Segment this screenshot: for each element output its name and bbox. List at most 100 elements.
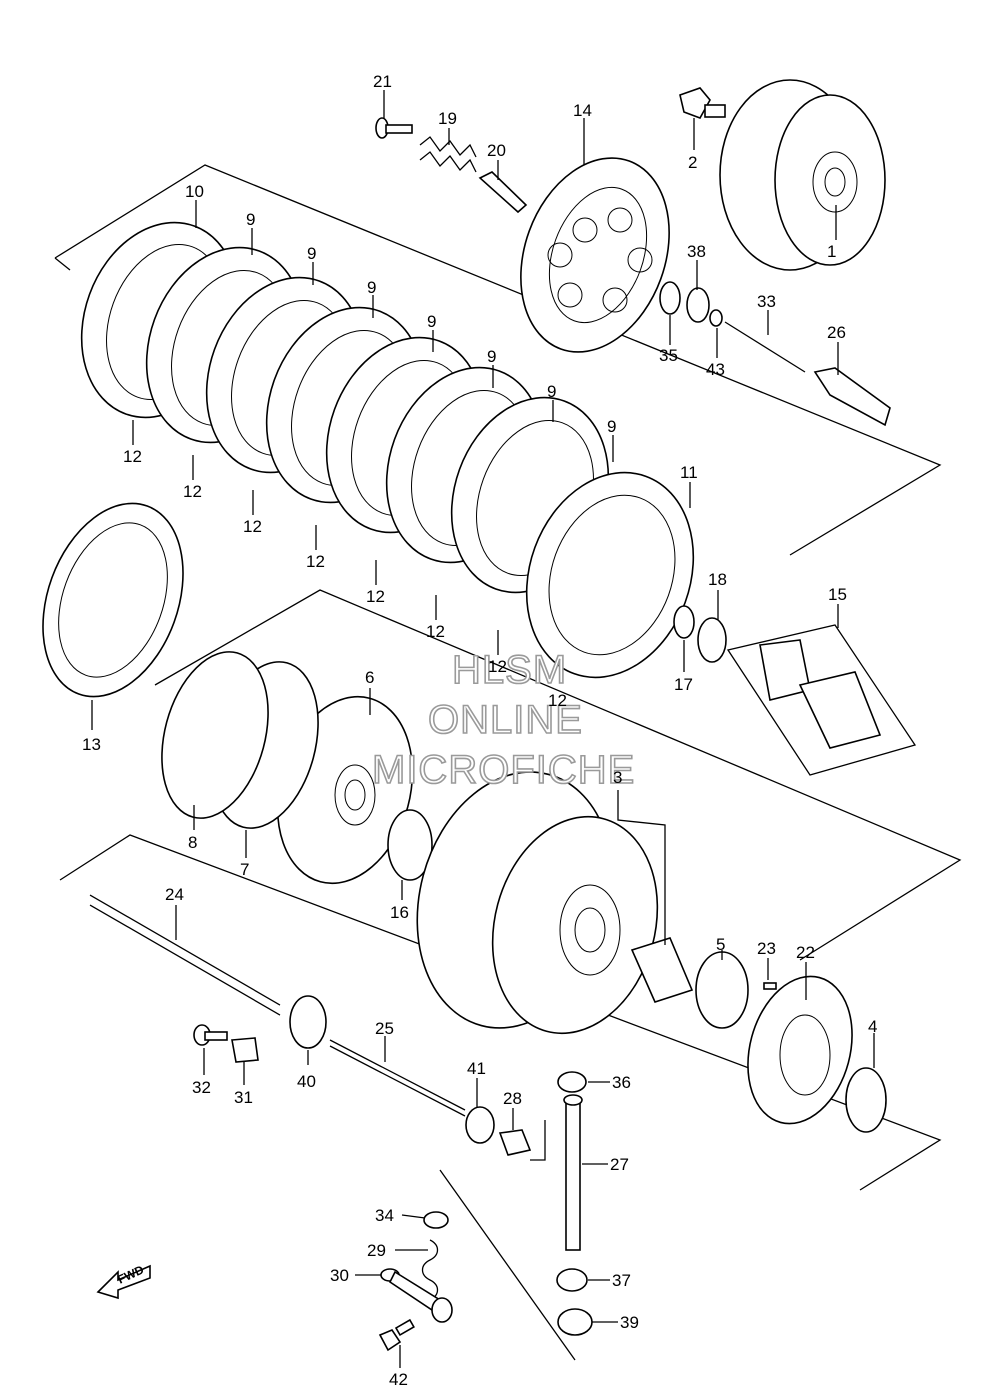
callout-31: 31 [234, 1088, 253, 1107]
part-27-shaft [563, 1094, 583, 1251]
fwd-arrow-icon: FWD [96, 1262, 151, 1300]
callout-39: 39 [620, 1313, 639, 1332]
callout-33: 33 [757, 292, 776, 311]
part-1-primary-drum [719, 79, 886, 271]
callout-27: 27 [610, 1155, 629, 1174]
callout-6: 6 [365, 668, 374, 687]
callout-9g: 9 [607, 417, 616, 436]
callout-12g: 12 [488, 657, 507, 676]
part-29-spring [421, 1239, 439, 1301]
callout-34: 34 [375, 1206, 394, 1225]
callout-38: 38 [687, 242, 706, 261]
callout-20: 20 [487, 141, 506, 160]
callout-40: 40 [297, 1072, 316, 1091]
part-40-bearing [289, 995, 327, 1049]
callout-32: 32 [192, 1078, 211, 1097]
callout-29: 29 [367, 1241, 386, 1260]
part-2-bolt [679, 87, 726, 119]
watermark-line2: ONLINE [428, 698, 583, 742]
part-30-lever [380, 1268, 453, 1323]
callout-17: 17 [674, 675, 693, 694]
callout-42: 42 [389, 1370, 408, 1389]
watermark: HLSM ONLINE MICROFICHE [371, 647, 635, 793]
part-41-seal [465, 1106, 495, 1144]
part-8-seat [161, 651, 269, 819]
callout-22: 22 [796, 943, 815, 962]
callout-14: 14 [573, 101, 592, 120]
part-43-nut [709, 309, 723, 327]
watermark-line3: MICROFICHE [372, 748, 635, 792]
part-33-rod [724, 321, 806, 373]
part-18-washer [697, 617, 727, 663]
callout-9b: 9 [307, 244, 316, 263]
callout-12d: 12 [306, 552, 325, 571]
part-3-primary-driven-gear [416, 771, 659, 1035]
callout-12a: 12 [123, 447, 142, 466]
part-20-bolt [478, 171, 528, 214]
callout-12c: 12 [243, 517, 262, 536]
callout-15: 15 [828, 585, 847, 604]
part-28-dowel [498, 1129, 532, 1156]
part-15-detail [726, 624, 917, 776]
part-23-pin [763, 982, 777, 990]
part-19-spring [419, 136, 477, 173]
part-16-washer [387, 809, 433, 881]
callout-35: 35 [659, 346, 678, 365]
frame-clutch-plates-left [54, 257, 71, 271]
watermark-line1: HLSM [452, 648, 567, 692]
frame-clutch-hub [154, 589, 962, 961]
clutch-plate-stack [80, 221, 695, 679]
part-4-washer [845, 1067, 887, 1133]
callout-16: 16 [390, 903, 409, 922]
callout-18: 18 [708, 570, 727, 589]
callout-28: 28 [503, 1089, 522, 1108]
callout-12h: 12 [548, 691, 567, 710]
callout-9c: 9 [367, 278, 376, 297]
callout-13: 13 [82, 735, 101, 754]
part-24-rod [89, 894, 281, 1016]
part-37-bushing [556, 1268, 588, 1292]
callout-labels: 1 2 3 4 5 6 7 8 9 9 9 9 9 9 9 9 10 11 12… [82, 72, 877, 1389]
part-32-bolt [193, 1024, 228, 1046]
callout-9e: 9 [487, 347, 496, 366]
callout-25: 25 [375, 1019, 394, 1038]
callout-19: 19 [438, 109, 457, 128]
callout-9f: 9 [547, 382, 556, 401]
part-34-washer [423, 1211, 449, 1229]
callout-43: 43 [706, 360, 725, 379]
callout-12b: 12 [183, 482, 202, 501]
part-17-bushing [673, 605, 695, 639]
callout-2: 2 [688, 153, 697, 172]
part-39-seal [557, 1308, 593, 1336]
callout-4: 4 [868, 1017, 877, 1036]
part-13-plate [42, 502, 184, 698]
callout-12f: 12 [426, 622, 445, 641]
callout-23: 23 [757, 939, 776, 958]
part-26-pushrod [813, 367, 891, 427]
part-5-needle-bearing [695, 951, 749, 1029]
callout-12e: 12 [366, 587, 385, 606]
part-42-bolt [378, 1318, 415, 1352]
part-35-washer [659, 281, 681, 315]
part-31-washer [231, 1037, 259, 1063]
part-38-bearing [686, 287, 710, 323]
part-25-rod [329, 1039, 466, 1117]
part-3-sleeve [630, 937, 694, 1003]
callout-10: 10 [185, 182, 204, 201]
part-14-pressure-plate [520, 157, 670, 353]
callout-41: 41 [467, 1059, 486, 1078]
part-22-gear [747, 975, 853, 1125]
callout-24: 24 [165, 885, 184, 904]
callout-9a: 9 [246, 210, 255, 229]
callout-11: 11 [680, 463, 698, 482]
callout-21: 21 [373, 72, 392, 91]
callout-36: 36 [612, 1073, 631, 1092]
leader-lines [91, 90, 875, 1368]
callout-1: 1 [827, 242, 836, 261]
callout-3: 3 [613, 768, 622, 787]
part-21-screw [375, 117, 413, 139]
callout-26: 26 [827, 323, 846, 342]
frame-release [439, 1169, 576, 1361]
